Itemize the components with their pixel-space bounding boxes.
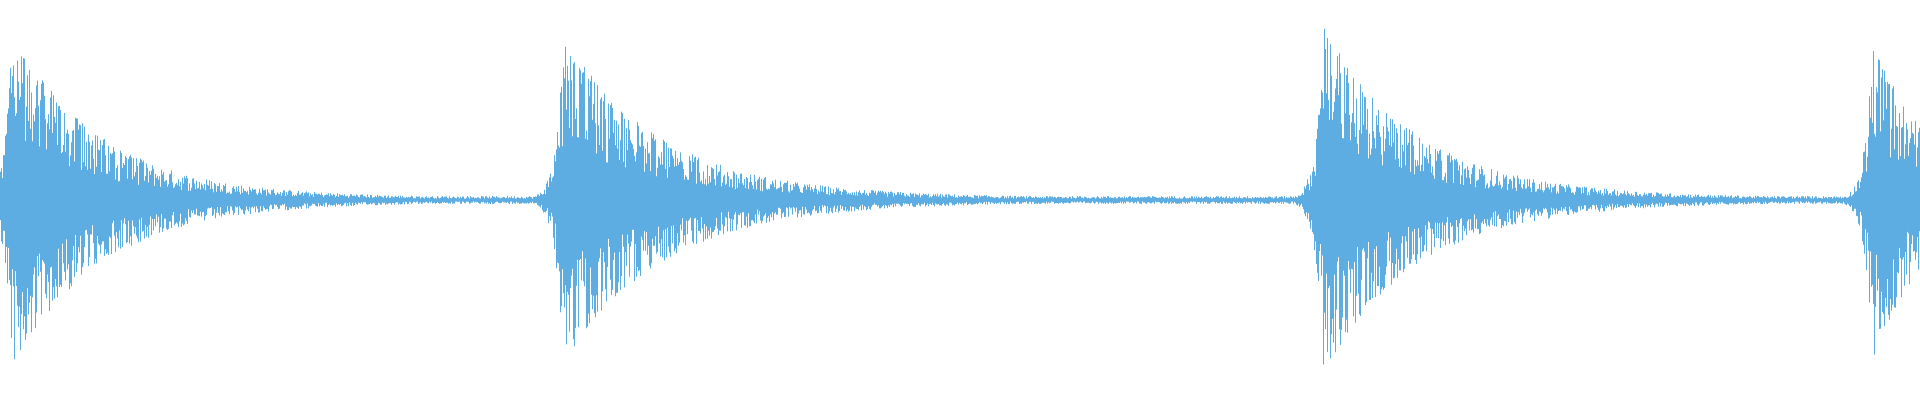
audio-waveform — [0, 28, 1920, 365]
waveform-plot — [0, 28, 1920, 365]
